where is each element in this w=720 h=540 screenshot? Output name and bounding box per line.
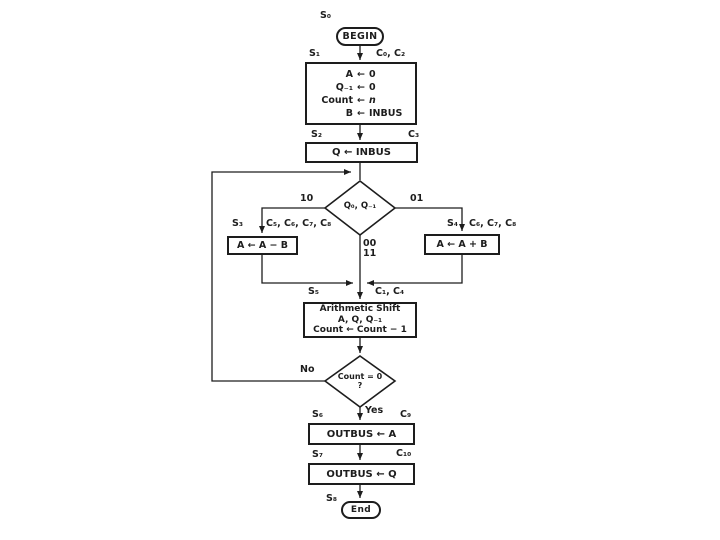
shift-line2: A, Q, Q₋₁ — [337, 314, 383, 325]
state-label-s1: S₁ — [309, 48, 321, 59]
assign-arrow-icon: ← — [357, 107, 365, 119]
init-row-count-lhs: Count — [321, 94, 353, 106]
state-label-s5: S₅ — [308, 286, 320, 297]
connector-subtract-merge — [261, 255, 353, 286]
connector-add-merge — [367, 255, 463, 286]
branch-label-00: 00 — [363, 238, 377, 249]
init-row-count-rhs: n — [369, 94, 376, 106]
branch-label-01: 01 — [410, 193, 424, 204]
process-box-load-q: Q ← INBUS — [305, 142, 418, 163]
init-row-qm1-rhs: 0 — [369, 81, 376, 93]
decision-label-qbits: Q₀, Q₋₁ — [343, 201, 377, 211]
branch-label-yes: Yes — [365, 405, 384, 416]
init-row-b-rhs: INBUS — [369, 107, 403, 119]
connector-branch-01 — [395, 207, 465, 231]
control-label-c0-c2: C₀, C₂ — [376, 48, 406, 59]
decision-label-count: Count = 0 ? — [322, 372, 398, 390]
control-label-c3: C₃ — [408, 129, 420, 140]
shift-line3: Count ← Count − 1 — [313, 325, 407, 336]
decision-label-count-line1: Count = 0 — [337, 372, 383, 381]
control-label-c6-c8: C₆, C₇, C₈ — [469, 218, 517, 229]
process-box-outbus-a: OUTBUS ← A — [308, 423, 415, 445]
decision-diamond-qbits — [323, 179, 397, 237]
init-row-b-lhs: B — [345, 107, 353, 119]
control-label-c1-c4: C₁, C₄ — [375, 286, 405, 297]
control-label-c5-c8: C₅, C₆, C₇, C₈ — [266, 218, 332, 229]
init-row-b: B ← INBUS — [307, 107, 415, 120]
control-label-c9: C₉ — [400, 409, 412, 420]
assign-arrow-icon: ← — [357, 94, 365, 106]
process-box-outbus-q: OUTBUS ← Q — [308, 463, 415, 485]
state-label-s4: S₄ — [447, 218, 459, 229]
init-row-qm1: Q₋₁ ← 0 — [307, 81, 415, 94]
process-box-subtract: A ← A − B — [227, 236, 298, 255]
state-label-s7: S₇ — [312, 449, 324, 460]
branch-label-10: 10 — [300, 193, 314, 204]
process-box-add: A ← A + B — [424, 234, 500, 255]
process-box-initialize: A ← 0 Q₋₁ ← 0 Count ← n B ← INBUS — [305, 62, 417, 125]
branch-label-11: 11 — [363, 248, 377, 259]
init-row-a-rhs: 0 — [369, 68, 376, 80]
state-label-s6: S₆ — [312, 409, 324, 420]
process-box-shift: Arithmetic Shift A, Q, Q₋₁ Count ← Count… — [303, 302, 417, 338]
init-row-count: Count ← n — [307, 94, 415, 107]
init-row-a: A ← 0 — [307, 68, 415, 81]
state-label-s8: S₈ — [326, 493, 338, 504]
assign-arrow-icon: ← — [357, 81, 365, 93]
state-label-s2: S₂ — [311, 129, 323, 140]
init-row-qm1-lhs: Q₋₁ — [335, 81, 353, 93]
connector-loop-feedback — [211, 169, 351, 382]
decision-diamond-count — [323, 355, 397, 408]
decision-label-count-line2: ? — [357, 381, 363, 390]
end-terminal: End — [341, 501, 381, 519]
connector-branch-10 — [259, 207, 325, 233]
shift-line1: Arithmetic Shift — [319, 304, 401, 315]
state-label-s0: S₀ — [320, 10, 332, 21]
init-row-a-lhs: A — [345, 68, 353, 80]
begin-terminal: BEGIN — [336, 27, 384, 46]
assign-arrow-icon: ← — [357, 68, 365, 80]
state-label-s3: S₃ — [232, 218, 244, 229]
control-label-c10: C₁₀ — [396, 448, 412, 459]
branch-label-no: No — [300, 364, 315, 375]
